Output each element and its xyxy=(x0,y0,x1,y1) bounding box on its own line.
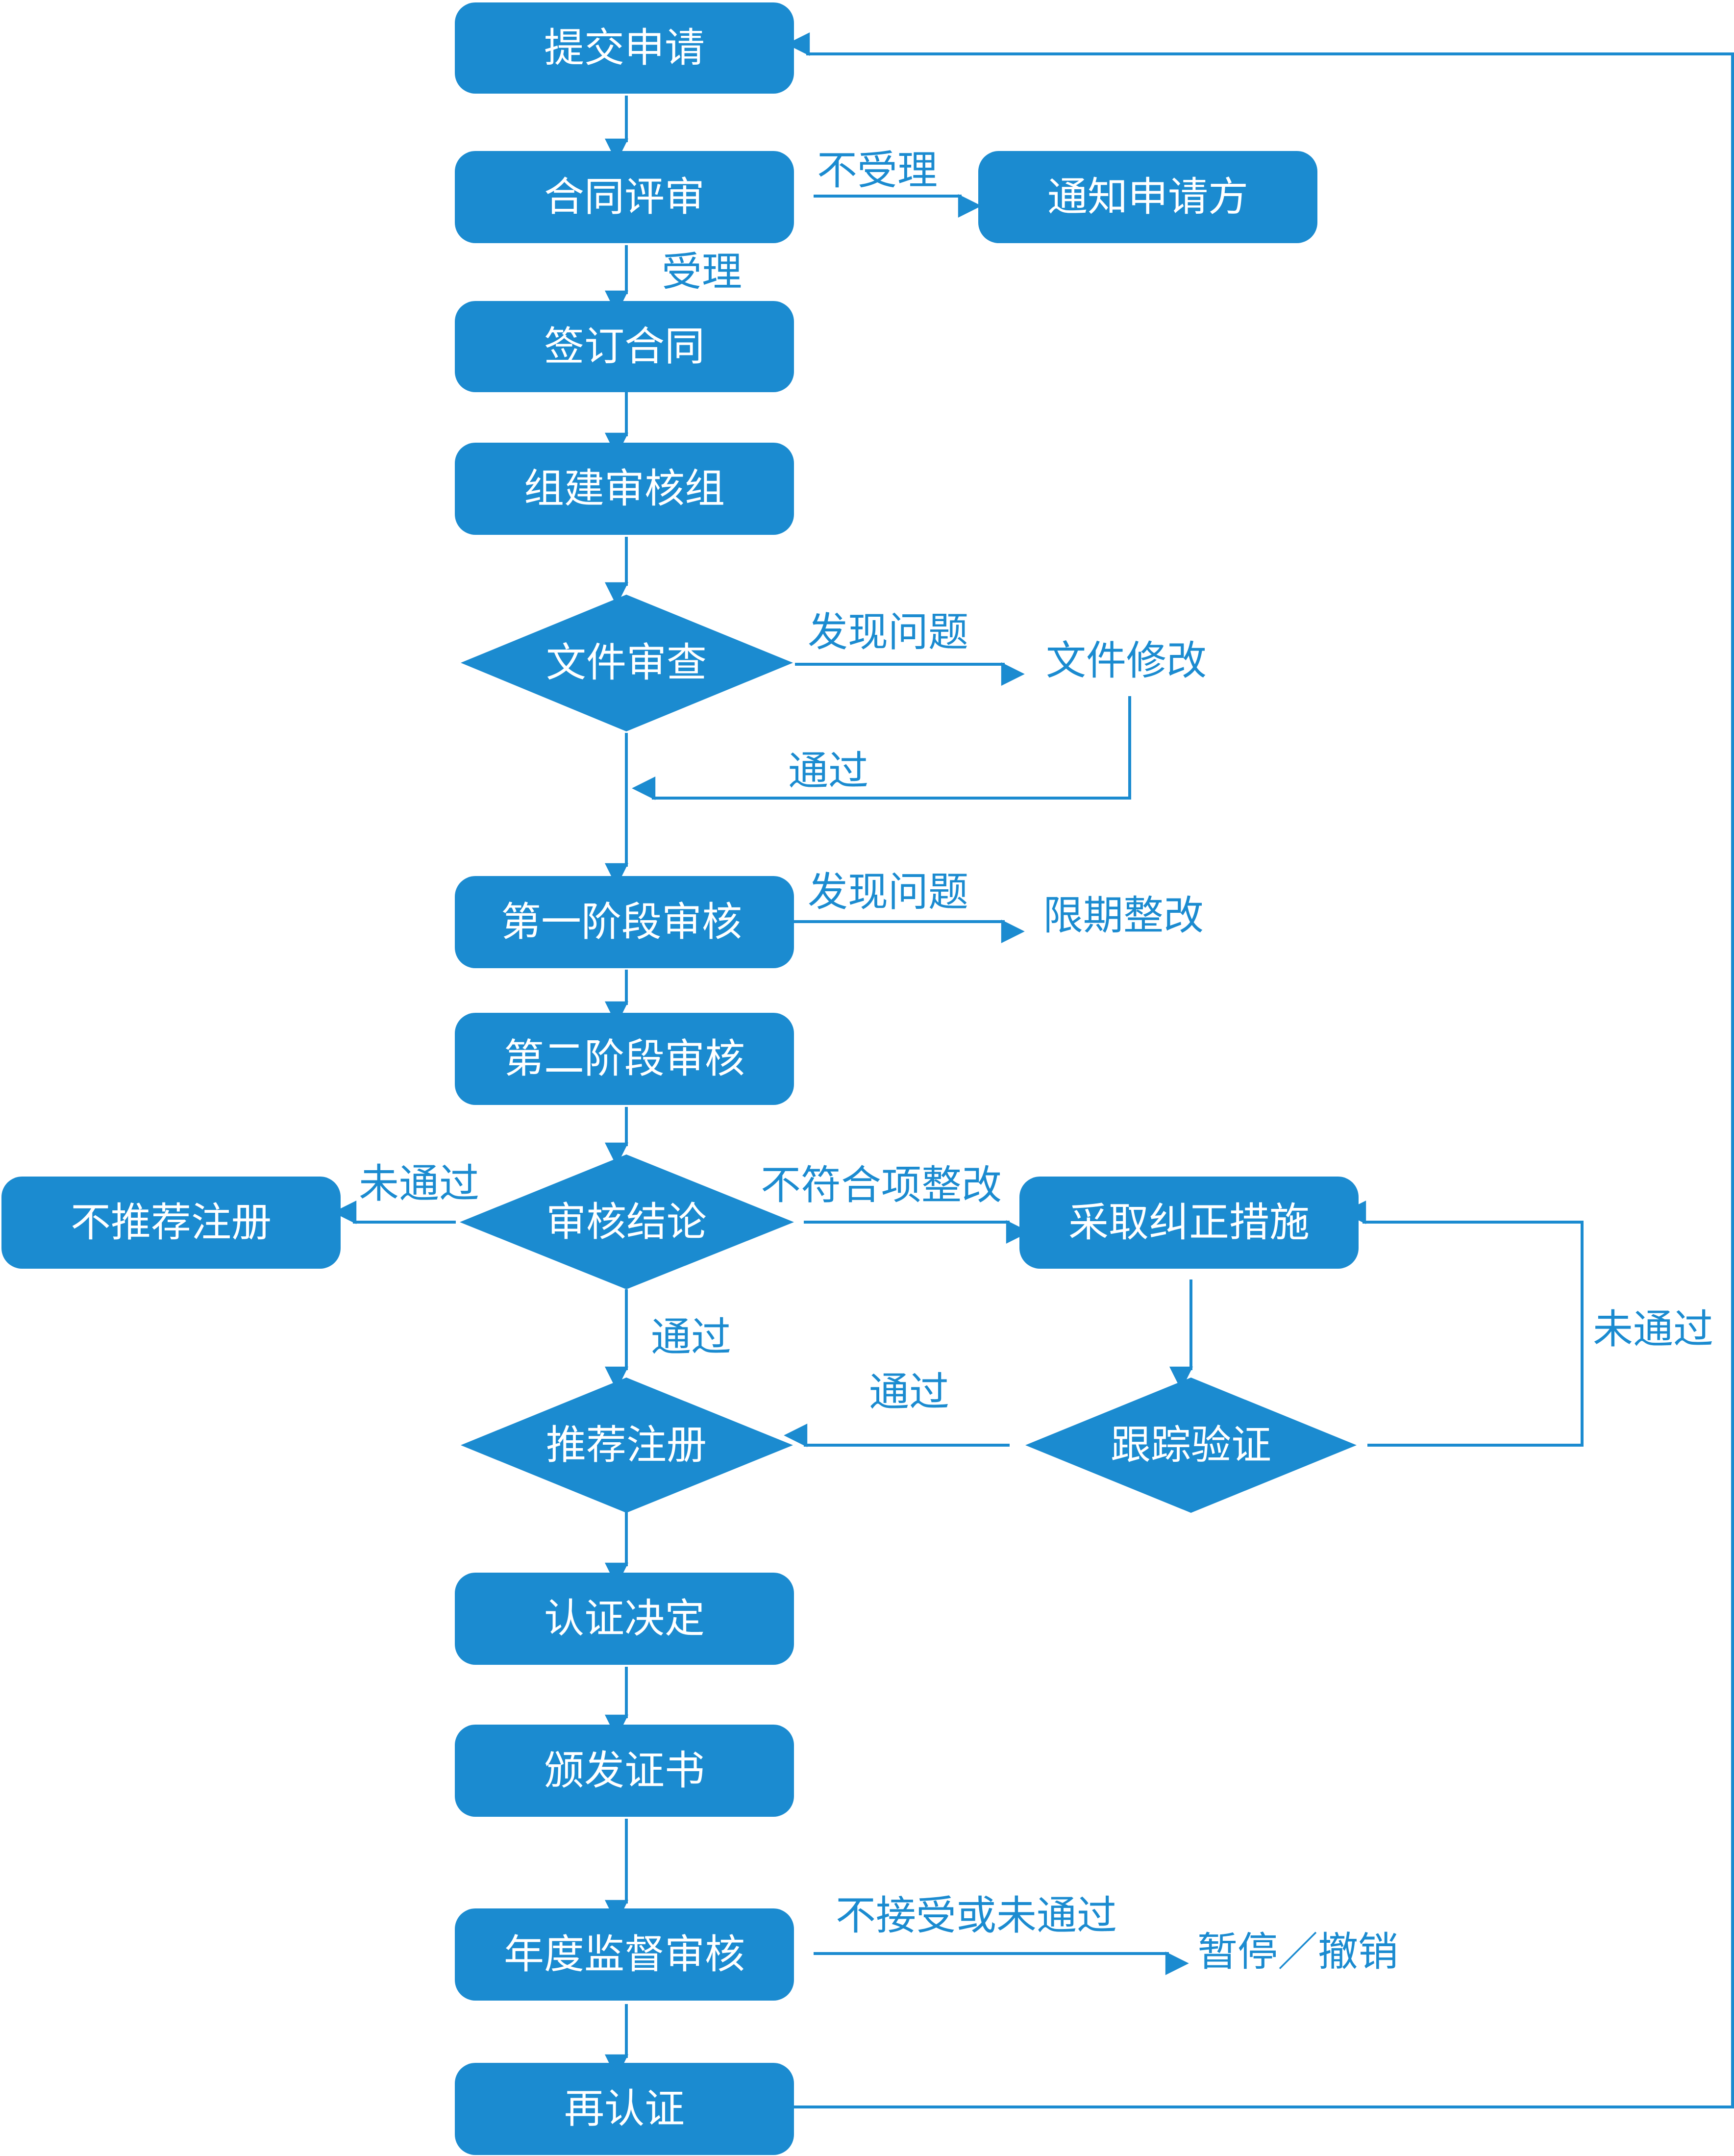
nodes: 提交申请 合同评审 通知申请方 签订合同 组建审核组 文件审查 文件修改 第一阶… xyxy=(1,2,1398,2155)
label-reject: 不受理 xyxy=(817,148,938,194)
node-issue-label: 颁发证书 xyxy=(544,1748,705,1794)
node-not-recommend-label: 不推荐注册 xyxy=(71,1200,272,1246)
node-not-recommend: 不推荐注册 xyxy=(1,1177,341,1269)
node-track-label: 跟踪验证 xyxy=(1111,1422,1271,1469)
node-submit-label: 提交申请 xyxy=(544,25,705,72)
node-deadline-fix: 限期整改 xyxy=(1043,893,1204,939)
node-suspend: 暂停／撤销 xyxy=(1197,1929,1398,1976)
node-recert-label: 再认证 xyxy=(564,2086,685,2132)
node-sign: 签订合同 xyxy=(455,301,794,392)
label-issue-found-1: 发现问题 xyxy=(808,609,968,656)
label-pass-track: 通过 xyxy=(869,1369,949,1416)
label-fail-left: 未通过 xyxy=(359,1161,479,1207)
label-nonconform: 不符合项整改 xyxy=(761,1162,1002,1209)
edge-track-fail-loop xyxy=(1342,1201,1584,1447)
node-track: 跟踪验证 xyxy=(1025,1378,1357,1513)
node-doc-review: 文件审查 xyxy=(461,595,793,731)
label-pass-conclusion: 通过 xyxy=(651,1314,731,1361)
node-doc-review-label: 文件审查 xyxy=(546,640,707,686)
node-conclusion-label: 审核结论 xyxy=(546,1199,707,1246)
node-submit: 提交申请 xyxy=(455,2,794,94)
node-decision: 认证决定 xyxy=(455,1573,794,1665)
node-stage2: 第二阶段审核 xyxy=(455,1013,794,1105)
node-sign-label: 签订合同 xyxy=(544,324,705,370)
label-pass-doc: 通过 xyxy=(788,748,868,795)
node-decision-label: 认证决定 xyxy=(544,1596,705,1642)
node-notify-label: 通知申请方 xyxy=(1047,174,1248,221)
node-recommend-label: 推荐注册 xyxy=(546,1422,707,1469)
node-contract-review-label: 合同评审 xyxy=(544,174,705,221)
node-annual: 年度监督审核 xyxy=(455,1908,794,2001)
label-fail-track: 未通过 xyxy=(1593,1306,1713,1353)
node-doc-fix: 文件修改 xyxy=(1046,638,1207,684)
node-recommend: 推荐注册 xyxy=(461,1378,793,1513)
node-issue: 颁发证书 xyxy=(455,1725,794,1817)
label-accept: 受理 xyxy=(662,249,742,296)
node-stage2-label: 第二阶段审核 xyxy=(504,1036,745,1082)
node-corrective: 采取纠正措施 xyxy=(1019,1177,1359,1269)
node-stage1: 第一阶段审核 xyxy=(455,876,794,968)
node-corrective-label: 采取纠正措施 xyxy=(1068,1200,1310,1246)
node-team: 组建审核组 xyxy=(455,443,794,535)
node-conclusion: 审核结论 xyxy=(460,1154,794,1289)
node-recert: 再认证 xyxy=(455,2063,794,2155)
node-team-label: 组建审核组 xyxy=(524,466,725,512)
edges xyxy=(333,32,1734,2108)
node-contract-review: 合同评审 xyxy=(455,151,794,243)
label-issue-found-2: 发现问题 xyxy=(808,869,968,916)
node-annual-label: 年度监督审核 xyxy=(504,1931,745,1978)
label-not-accept: 不接受或未通过 xyxy=(836,1893,1117,1939)
edge-recert-loop xyxy=(786,32,1734,2108)
node-stage1-label: 第一阶段审核 xyxy=(501,899,742,946)
node-notify: 通知申请方 xyxy=(978,151,1317,243)
edge-labels: 不受理 受理 发现问题 通过 发现问题 未通过 不符合项整改 通过 通过 未通过… xyxy=(359,148,1713,1939)
edge-docfix-back xyxy=(632,696,1131,800)
